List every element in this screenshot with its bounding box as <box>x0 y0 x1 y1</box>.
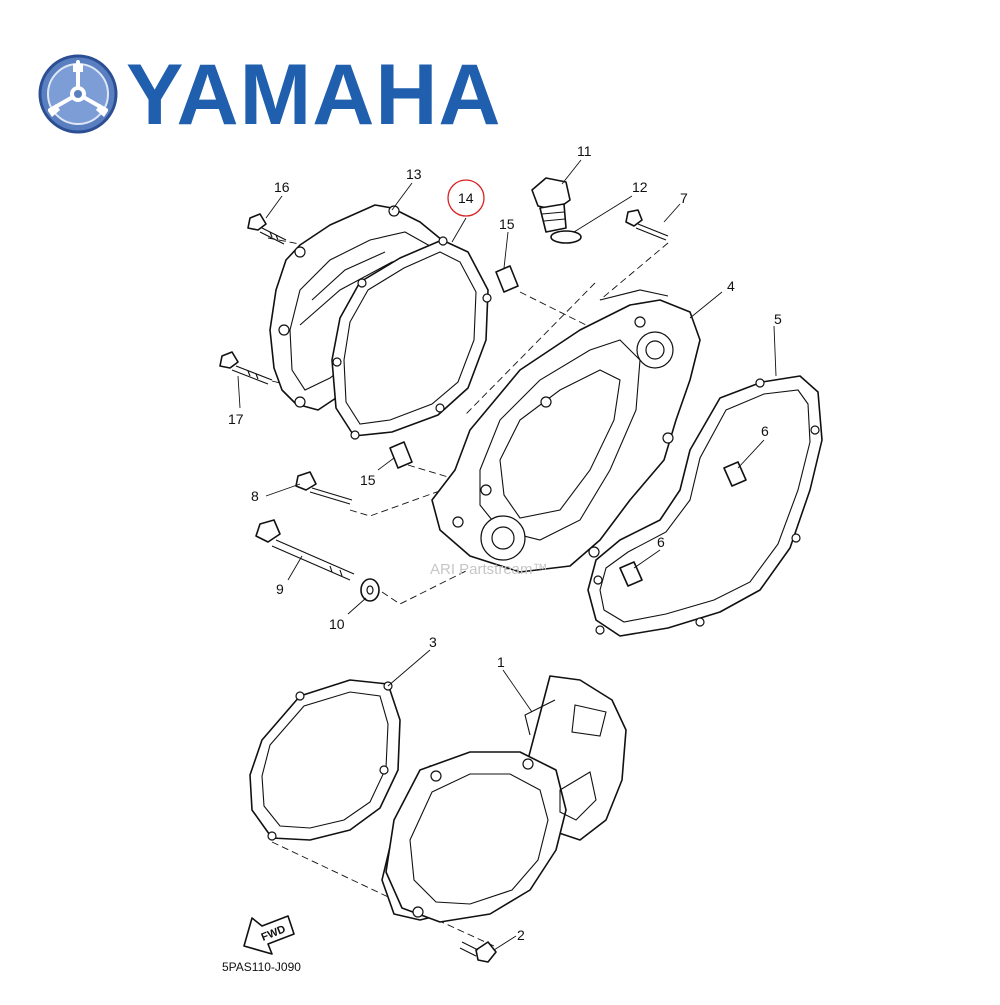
part-4-crankcase-cover <box>431 289 701 573</box>
part-6-dowel-lower <box>619 561 643 587</box>
callout-2: 2 <box>517 927 525 943</box>
callout-15-upper: 15 <box>499 216 515 232</box>
callout-7: 7 <box>680 190 688 206</box>
highlight-ring <box>447 179 485 217</box>
yamaha-emblem-icon <box>38 54 118 134</box>
callout-14: 14 <box>458 190 474 206</box>
part-1-ignition-cover <box>381 675 627 923</box>
callout-9: 9 <box>276 581 284 597</box>
part-15-dowel-upper <box>495 265 519 293</box>
callout-12: 12 <box>632 179 648 195</box>
part-10-washer <box>360 578 380 602</box>
callout-5: 5 <box>774 311 782 327</box>
callout-1: 1 <box>497 654 505 670</box>
callout-15-lower: 15 <box>360 472 376 488</box>
leader-lines <box>237 159 777 951</box>
brand-name: YAMAHA <box>126 47 502 143</box>
part-7-bolt <box>625 209 669 241</box>
part-17-bolt <box>219 351 273 385</box>
callout-6-right: 6 <box>761 423 769 439</box>
part-3-gasket <box>249 679 401 841</box>
callout-8: 8 <box>251 488 259 504</box>
part-11-plug <box>531 177 571 233</box>
part-14-gasket <box>331 236 492 440</box>
callout-10: 10 <box>329 616 345 632</box>
diagram-code: 5PAS110-J090 <box>222 960 301 974</box>
part-9-bolt <box>255 519 355 581</box>
watermark: ARI Partstream™ <box>430 561 548 578</box>
part-8-bolt <box>295 471 353 505</box>
part-16-bolt <box>247 213 287 245</box>
part-2-bolt <box>459 941 497 963</box>
part-6-dowel-right <box>723 461 747 487</box>
callout-3: 3 <box>429 634 437 650</box>
part-12-o-ring <box>550 230 582 244</box>
fwd-arrow-icon: FWD <box>243 915 295 955</box>
callout-17: 17 <box>228 411 244 427</box>
callout-11: 11 <box>577 143 592 159</box>
callout-6-lower: 6 <box>657 534 665 550</box>
part-15-dowel-lower <box>389 441 413 469</box>
callout-16: 16 <box>274 179 290 195</box>
callout-4: 4 <box>727 278 735 294</box>
callout-13: 13 <box>406 166 422 182</box>
callouts: 1 2 3 4 5 6 6 7 8 9 10 11 12 13 14 15 15… <box>228 143 782 943</box>
